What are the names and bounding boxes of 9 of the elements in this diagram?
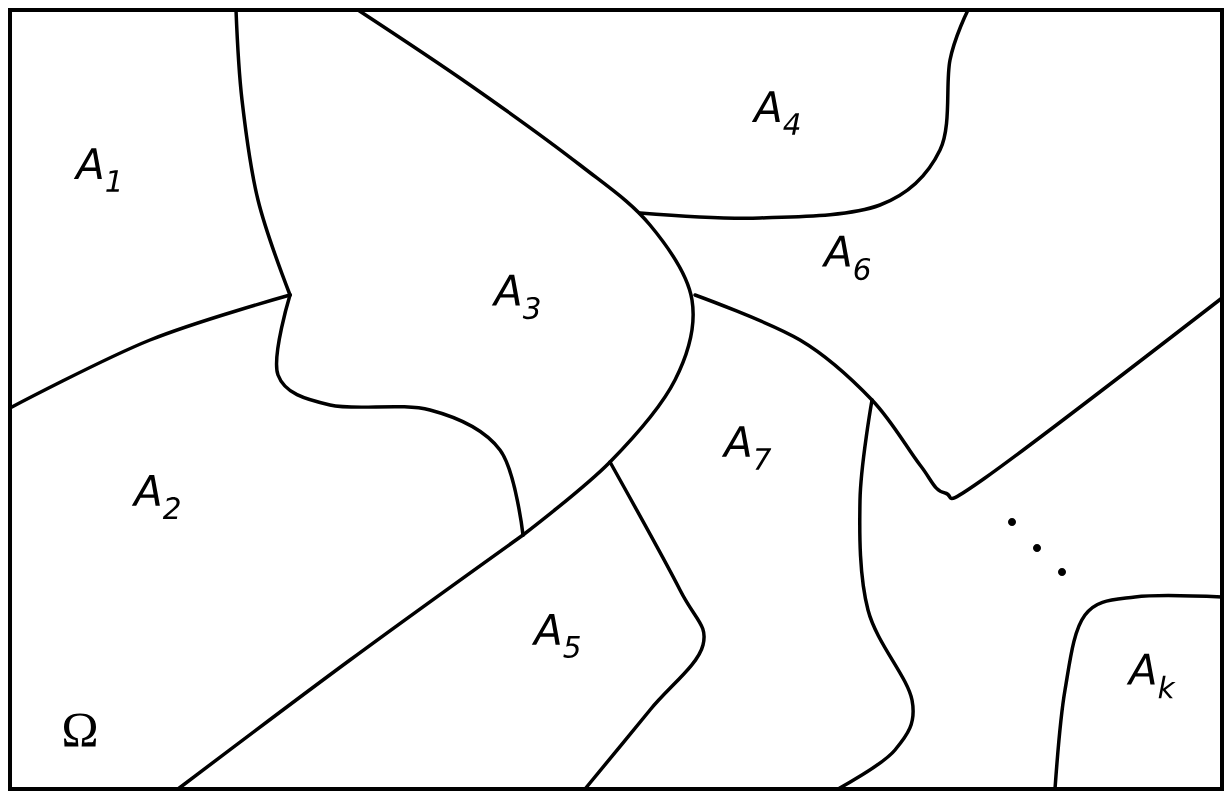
omega-label: Ω [64, 713, 96, 747]
region-label: A$_{1}$ [73, 148, 120, 192]
region-label: A$_{6}$ [821, 235, 871, 281]
region-label: A$_{k}$ [1126, 653, 1176, 699]
region-label: A$_{2}$ [131, 475, 180, 519]
region-label: A$_{4}$ [751, 91, 800, 135]
region-label: A$_{3}$ [491, 274, 540, 320]
region-label: A$_{5}$ [531, 614, 580, 658]
region-label: A$_{7}$ [721, 426, 772, 470]
